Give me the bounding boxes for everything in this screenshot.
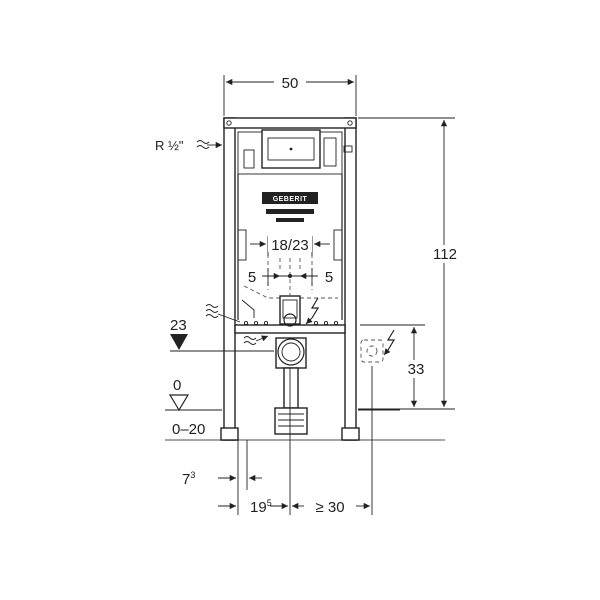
power-offset-label: ≥ 30 — [315, 499, 344, 516]
floor-adjust-label: 0–20 — [172, 421, 205, 438]
floor-triangle-icon — [168, 394, 190, 412]
water-wave-icon — [205, 304, 241, 323]
brand-logo-text: GEBERIT — [273, 196, 308, 203]
frame-width-label: 50 — [282, 75, 299, 92]
lightning-icon — [383, 329, 396, 356]
dimension-power-height: 33 — [360, 324, 428, 410]
dimension-total-height: 112 — [358, 117, 462, 410]
total-height-label: 112 — [433, 246, 457, 263]
brand-logo — [262, 192, 318, 204]
triangle-marker-icon — [170, 334, 188, 350]
dimension-power-offset: ≥ 30 — [292, 440, 373, 516]
floor-level-marker: 0 0–20 — [165, 377, 400, 438]
water-supply-connection: R ½" — [155, 138, 222, 153]
offset-left-label: 5 — [248, 269, 256, 286]
dimension-foot-depth: 73 — [182, 440, 262, 515]
water-supply-label: R ½" — [155, 138, 184, 153]
dimension-drain-height: 23 — [170, 317, 274, 352]
offset-right-label: 5 — [325, 269, 333, 286]
flush-spacing-label: 18/23 — [271, 237, 309, 254]
power-socket — [360, 339, 384, 440]
water-wave-icon — [196, 140, 210, 149]
water-wave-icon — [243, 336, 257, 345]
dimension-drain-offset: 195 — [218, 368, 291, 516]
lightning-icon — [305, 297, 320, 325]
flush-pipe-assembly — [241, 240, 339, 327]
cistern: GEBERIT — [237, 129, 353, 320]
dimension-frame-width: 50 — [223, 74, 357, 116]
dimension-offsets: 5 5 — [248, 268, 333, 286]
dimension-flush-spacing: 18/23 — [250, 236, 330, 300]
drain-height-label: 23 — [170, 317, 187, 334]
installation-frame — [220, 117, 360, 441]
floor-level-label: 0 — [173, 377, 181, 394]
drain-pipe — [274, 337, 308, 435]
power-height-label: 33 — [408, 361, 425, 378]
drain-offset-label: 195 — [250, 498, 272, 516]
foot-depth-label: 73 — [182, 470, 195, 488]
